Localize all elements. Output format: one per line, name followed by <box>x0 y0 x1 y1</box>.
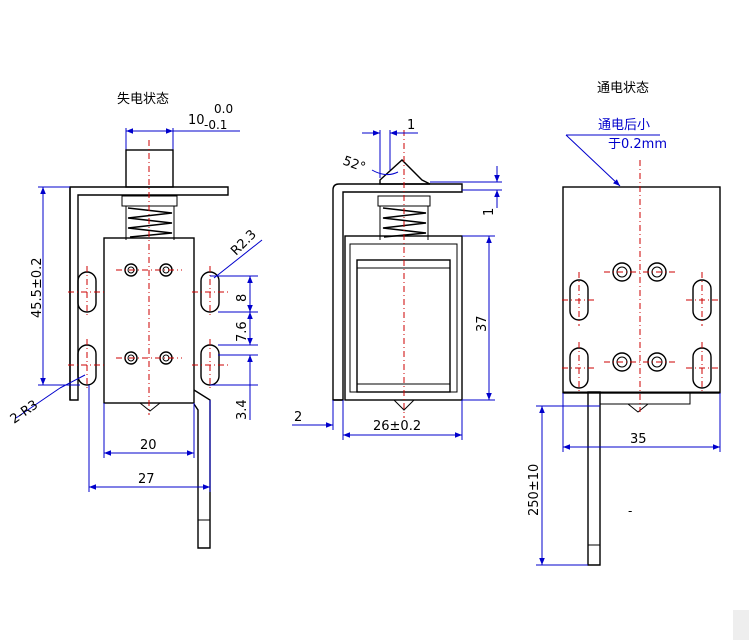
dim-wire-length: 250±10 <box>527 464 542 516</box>
lead-wire <box>193 389 211 549</box>
energized-body <box>562 186 721 394</box>
dim-plunger-value: 10 <box>188 113 205 128</box>
dim-3-4: 3.4 <box>235 399 250 420</box>
title-on: 通电状态 <box>597 81 649 96</box>
dim-width-27: 27 <box>138 472 155 487</box>
front-view-off: 失电状态 10 0.0 -0.1 <box>8 92 263 549</box>
side-frame <box>332 183 463 401</box>
dim-7-6: 7.6 <box>235 321 250 342</box>
dim-hole: 2-R3 <box>8 398 41 428</box>
dim-height-37: 37 <box>475 315 490 332</box>
dim-width-35: 35 <box>630 432 647 447</box>
dim-width-26: 26±0.2 <box>373 419 421 434</box>
svg-text:-: - <box>628 504 632 518</box>
dim-plunger-lower: -0.1 <box>204 118 227 132</box>
dim-height-45: 45.5±0.2 <box>30 257 45 318</box>
title-off: 失电状态 <box>117 92 169 107</box>
side-view: 52° 1 1 37 2 26±0.2 <box>292 118 502 440</box>
front-view-on: 通电状态 通电后小 于0.2mm <box>527 81 721 566</box>
note-line1: 通电后小 <box>598 118 650 133</box>
dim-width-20: 20 <box>140 438 157 453</box>
dim-8: 8 <box>235 294 250 302</box>
watermark-mark <box>733 610 749 640</box>
dim-angle: 52° <box>341 154 368 176</box>
angled-plunger <box>379 159 431 185</box>
energized-lead-wire <box>587 391 601 566</box>
dim-plunger-upper: 0.0 <box>214 102 233 116</box>
dim-gap-side: 1 <box>482 208 497 216</box>
note-line2: 于0.2mm <box>608 137 667 152</box>
dim-gap-top: 1 <box>407 118 415 133</box>
dim-thickness-2: 2 <box>294 410 302 425</box>
